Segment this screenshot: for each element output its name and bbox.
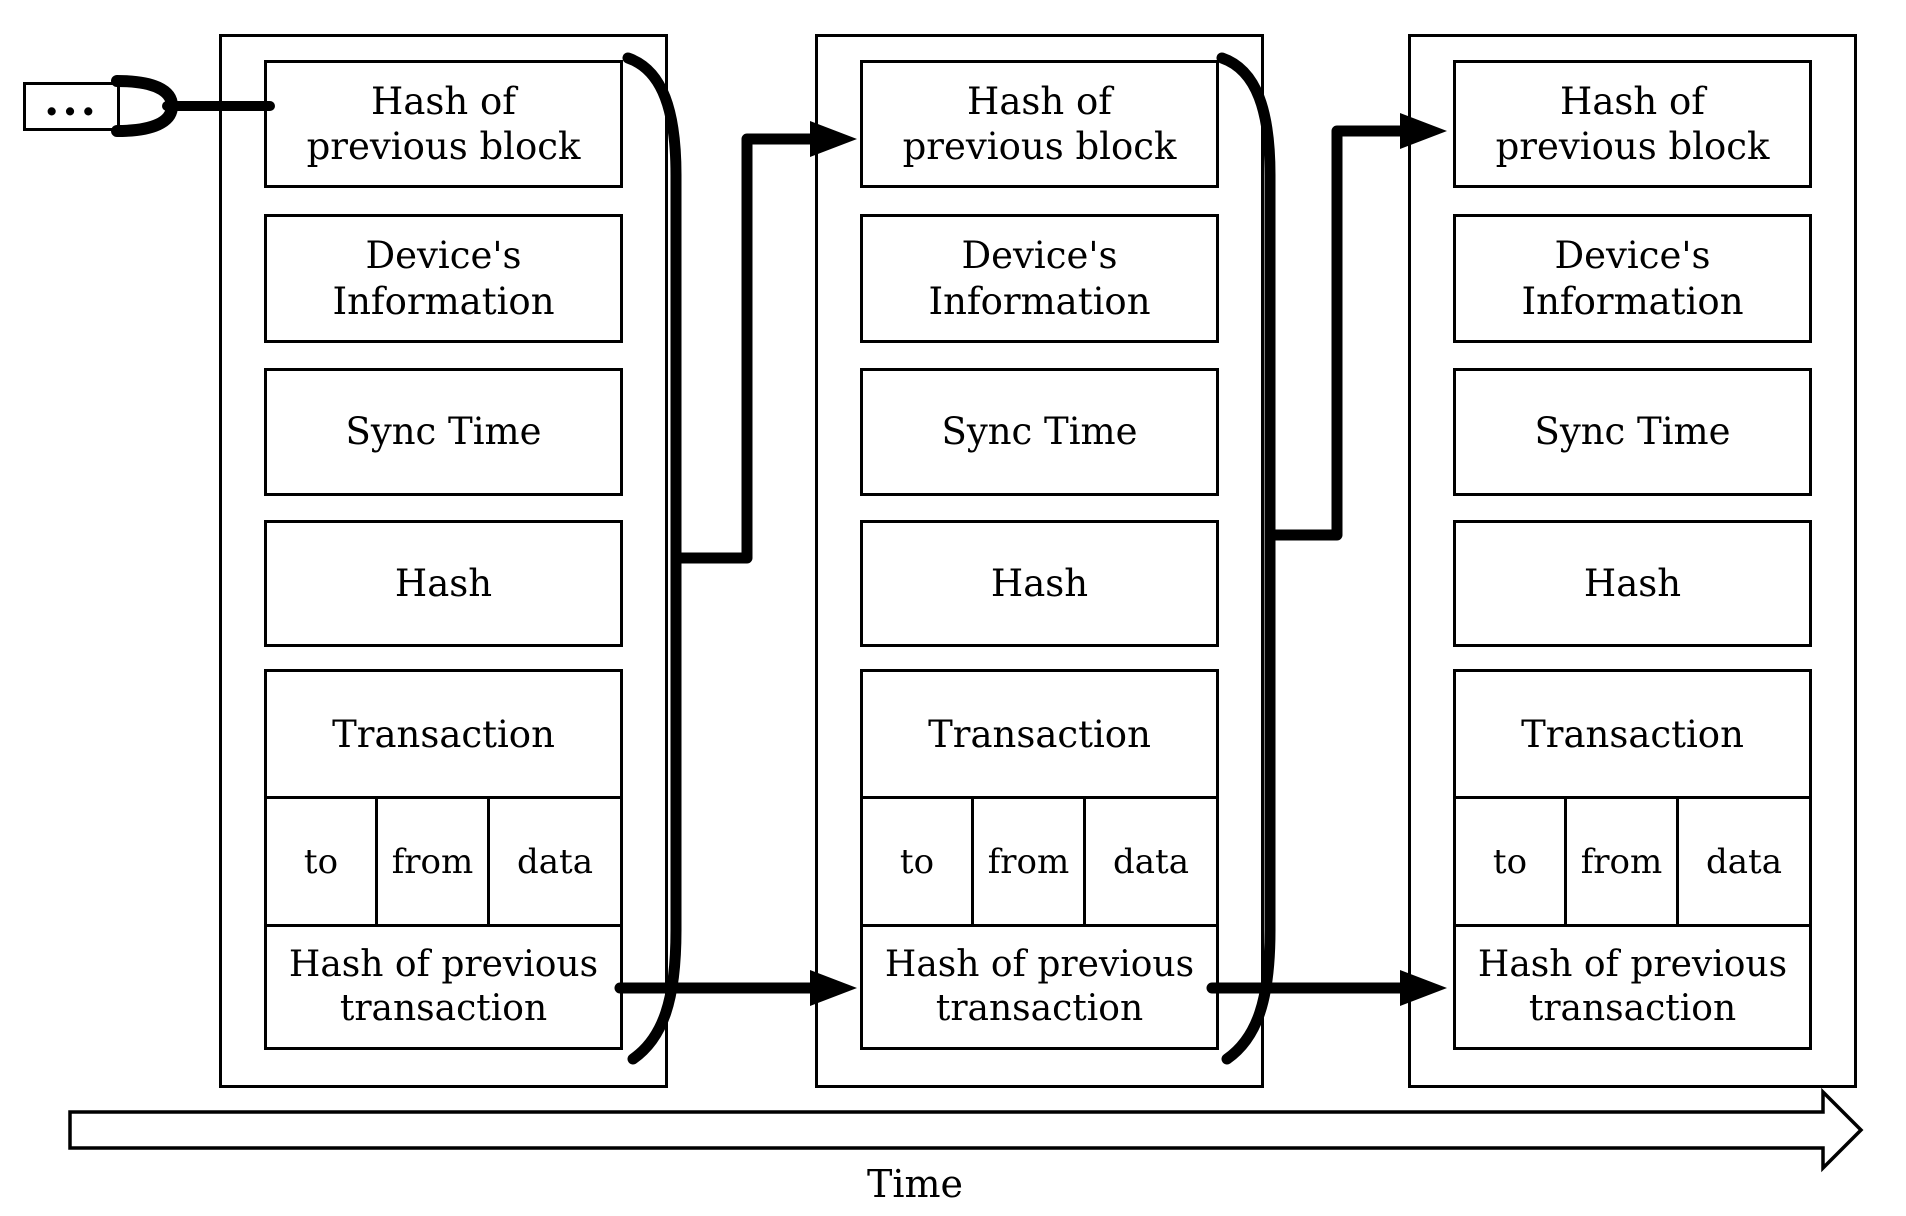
cell-hash-of-previous-block: Hash of previous block	[264, 60, 623, 188]
transaction-header: Transaction	[267, 672, 620, 799]
cell-sync-time: Sync Time	[264, 368, 623, 496]
field-data: data	[1706, 841, 1782, 882]
cell-device-information: Device's Information	[860, 214, 1219, 343]
field-from: from	[974, 799, 1086, 924]
field-data: data	[517, 841, 593, 882]
field-to: to	[863, 799, 974, 924]
cell-hash: Hash	[1453, 520, 1812, 647]
block-hash-arrow-1-line	[670, 133, 820, 564]
field-to: to	[1456, 799, 1567, 924]
field-data: data	[1113, 841, 1189, 882]
ellipsis-label: ...	[44, 75, 99, 126]
field-from: from	[378, 799, 490, 924]
time-axis-label: Time	[866, 1162, 964, 1206]
transaction-group: Transaction to from data Hash of previou…	[1453, 669, 1812, 1050]
transaction-header: Transaction	[863, 672, 1216, 799]
field-from: from	[1567, 799, 1679, 924]
transaction-fields-row: to from data	[863, 799, 1216, 927]
cell-hash-of-previous-block: Hash of previous block	[1453, 60, 1812, 188]
transaction-fields-row: to from data	[1456, 799, 1809, 927]
field-to: to	[267, 799, 378, 924]
time-axis-arrow	[68, 1087, 1864, 1173]
block-2: Hash of previous block Device's Informat…	[815, 34, 1264, 1088]
block-3: Hash of previous block Device's Informat…	[1408, 34, 1857, 1088]
cell-hash: Hash	[860, 520, 1219, 647]
cell-device-information: Device's Information	[1453, 214, 1812, 343]
previous-blocks-box: ...	[23, 75, 120, 131]
cell-sync-time: Sync Time	[860, 368, 1219, 496]
cell-device-information: Device's Information	[264, 214, 623, 343]
block-hash-arrow-2-line	[1264, 125, 1410, 541]
cell-hash-of-previous-transaction: Hash of previous transaction	[884, 944, 1195, 1029]
cell-hash-of-previous-transaction: Hash of previous transaction	[1477, 944, 1788, 1029]
previous-block-brace	[111, 75, 179, 137]
cell-hash: Hash	[264, 520, 623, 647]
transaction-group: Transaction to from data Hash of previou…	[264, 669, 623, 1050]
cell-hash-of-previous-transaction: Hash of previous transaction	[288, 944, 599, 1029]
cell-hash-of-previous-block: Hash of previous block	[860, 60, 1219, 188]
transaction-fields-row: to from data	[267, 799, 620, 927]
block-1: Hash of previous block Device's Informat…	[219, 34, 668, 1088]
transaction-group: Transaction to from data Hash of previou…	[860, 669, 1219, 1050]
cell-sync-time: Sync Time	[1453, 368, 1812, 496]
transaction-header: Transaction	[1456, 672, 1809, 799]
